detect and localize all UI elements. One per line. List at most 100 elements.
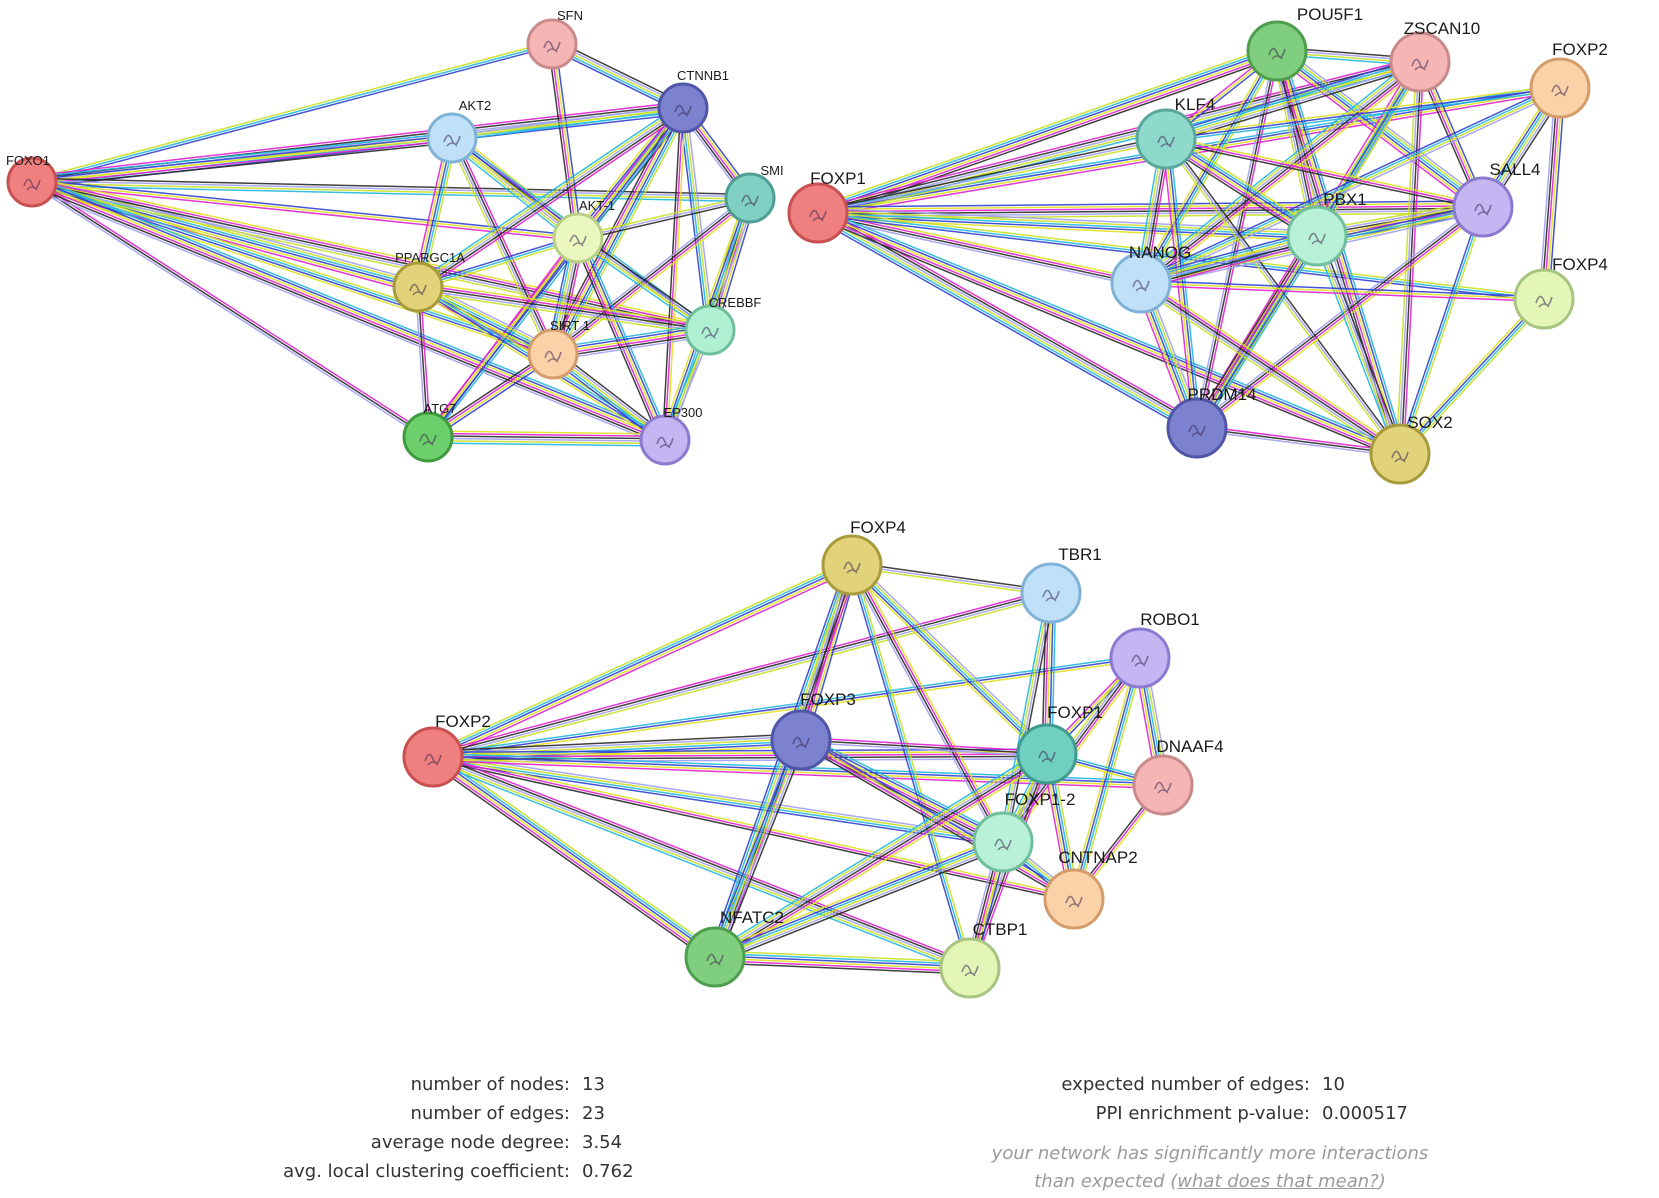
node-pou5f1[interactable]: POU5F1 [1246,5,1363,82]
edge-FOXP1-POU5F1[interactable] [815,44,1280,220]
edge-FOXP3-FOXP1[interactable] [800,736,1048,758]
edge-FOXP4-CTBP1[interactable] [848,564,974,969]
edge-ATG7-EP300[interactable] [427,430,666,447]
edge-AKT1-PPARGC1A[interactable] [417,234,579,291]
stat-row-expected-edges: expected number of edges:10 [920,1070,1480,1099]
edge-AKT2-SIRT1[interactable] [448,136,557,356]
edge-FOXP4-TBR1[interactable] [851,561,1052,597]
edge-NANOG-SOX2[interactable] [1137,278,1404,459]
edge-PBX1-SOX2[interactable] [1312,234,1405,456]
edge-evidence-line [433,595,1053,762]
edge-FOXP2-KLF4[interactable] [1165,84,1561,143]
edge-PBX1-PRDM14[interactable] [1192,233,1322,431]
edge-FOXP2-NANOG[interactable] [1139,84,1562,287]
edge-FOXP1-KLF4[interactable] [817,135,1167,217]
edge-evidence-line [681,108,710,331]
node-smad3[interactable]: SMІ [724,163,784,224]
node-klf4[interactable]: KLF4 [1135,95,1215,170]
edge-evidence-line [30,184,418,292]
node-pbx1[interactable]: PBX1 [1286,190,1367,267]
node-foxp3[interactable]: FOXP3 [770,690,856,771]
node-ep300[interactable]: EP300 [639,405,703,466]
edge-TBR1-FOXP1-2[interactable] [998,592,1056,843]
node-cntnap2[interactable]: CNTNAP2 [1043,848,1138,930]
edge-evidence-line [432,738,801,757]
node-zscan10[interactable]: ZSCAN10 [1389,19,1480,93]
node-nanog[interactable]: NANOG [1110,243,1191,314]
edge-SMAD3-AKT1[interactable] [577,194,751,242]
edge-NANOG-FOXP4[interactable] [1140,279,1545,303]
node-foxo1[interactable]: FOXO1 [6,153,58,208]
node-sfn[interactable]: SFN [526,8,583,70]
node-prdm14[interactable]: PRDM14 [1166,385,1256,459]
edge-SFN-AKT1[interactable] [547,43,583,239]
node-foxp1-2[interactable]: FOXP1-2 [972,790,1075,873]
edge-AKT2-CTNNB1[interactable] [451,104,684,142]
edge-SIRT1-CREBBP[interactable] [551,323,712,361]
edge-FOXO1-EP300[interactable] [29,175,668,447]
what-does-that-mean-link[interactable]: what does that mean? [1177,1171,1379,1192]
edge-FOXP1-2-NFATC2[interactable] [712,835,1006,964]
edge-FOXP2-FOXP4[interactable] [1538,87,1566,300]
node-dnaaf4[interactable]: DNAAF4 [1132,737,1224,816]
node-robo1[interactable]: ROBO1 [1109,610,1200,689]
edge-FOXP2-CTBP1[interactable] [430,751,973,974]
edge-PRDM14-SOX2[interactable] [1196,424,1401,458]
edge-ROBO1-CNTNAP2[interactable] [1069,656,1145,901]
edge-SALL4-SOX2[interactable] [1397,205,1486,456]
edge-evidence-line [427,437,665,442]
edge-ZSCAN10-NANOG[interactable] [1136,56,1425,289]
node-crebbp[interactable]: CREBBF [684,295,761,356]
node-akt1[interactable]: AKT-1 [552,198,615,264]
edge-SALL4-PRDM14[interactable] [1194,203,1486,432]
edge-PPARGC1A-CREBBP[interactable] [417,281,711,336]
edge-FOXP4-FOXP1[interactable] [848,561,1051,758]
edge-evidence-line [428,430,666,435]
node-ppargc1a[interactable]: PPARGC1A [392,250,465,313]
edge-FOXP2-TBR1[interactable] [431,588,1053,762]
edge-KLF4-SALL4[interactable] [1165,135,1484,211]
edge-CTNNB1-PPARGC1A[interactable] [414,103,687,292]
edge-CTNNB1-EP300[interactable] [661,107,687,441]
node-nfatc2[interactable]: NFATC2 [684,908,784,988]
edge-FOXO1-SIRT1[interactable] [30,177,555,359]
node-ctbp1[interactable]: CTBP1 [939,920,1027,999]
edge-FOXO1-AKT1[interactable] [31,178,579,242]
node-circle [392,261,444,313]
edge-AKT2-PPARGC1A[interactable] [412,136,458,289]
node-akt2[interactable]: AKT2 [426,98,491,164]
node-ctnnb1[interactable]: CTNNB1 [657,68,729,134]
edge-FOXP2-FOXP4[interactable] [430,559,855,763]
edge-evidence-line [712,750,1046,955]
node-sox2[interactable]: SOX2 [1369,413,1453,485]
node-foxp2[interactable]: FOXP2 [402,712,491,788]
node-atg7[interactable]: ATG7 [402,401,457,463]
edge-evidence-line [31,40,552,181]
edge-FOXP1-NFATC2[interactable] [711,748,1051,963]
edge-AKT1-CREBBP[interactable] [575,234,713,334]
edge-FOXP1-SOX2[interactable] [815,207,1403,460]
node-foxp1[interactable]: FOXP1 [787,169,866,244]
edge-evidence-line [432,735,801,755]
edge-FOXO1-ATG7[interactable] [30,179,430,440]
edge-NFATC2-CTBP1[interactable] [714,950,971,975]
edge-FOXP3-NFATC2[interactable] [709,737,807,960]
edge-FOXP2-ROBO1[interactable] [432,654,1141,761]
edge-FOXP4-SOX2[interactable] [1396,296,1548,457]
node-foxp4[interactable]: FOXP4 [1513,255,1608,330]
node-tbr1[interactable]: TBR1 [1020,545,1102,624]
edge-FOXP4-FOXP1-2[interactable] [848,562,1007,845]
edge-evidence-line [1005,593,1056,843]
edge-FOXP2-FOXP1-2[interactable] [432,752,1004,847]
edge-FOXP2-FOXP1[interactable] [432,748,1048,763]
node-sall4[interactable]: SALL4 [1452,160,1541,238]
node-foxp1[interactable]: FOXP1 [1016,703,1103,785]
node-sirt1[interactable]: SIRT 1 [527,318,590,380]
node-foxp4[interactable]: FOXP4 [821,518,906,596]
edge-FOXP2-NFATC2[interactable] [429,751,719,963]
edge-FOXO1-SFN[interactable] [31,40,553,186]
edge-SMAD3-SIRT1[interactable] [550,194,753,358]
edge-evidence-line [1136,56,1417,279]
edge-evidence-line [715,842,1004,959]
node-foxp2[interactable]: FOXP2 [1529,40,1608,119]
